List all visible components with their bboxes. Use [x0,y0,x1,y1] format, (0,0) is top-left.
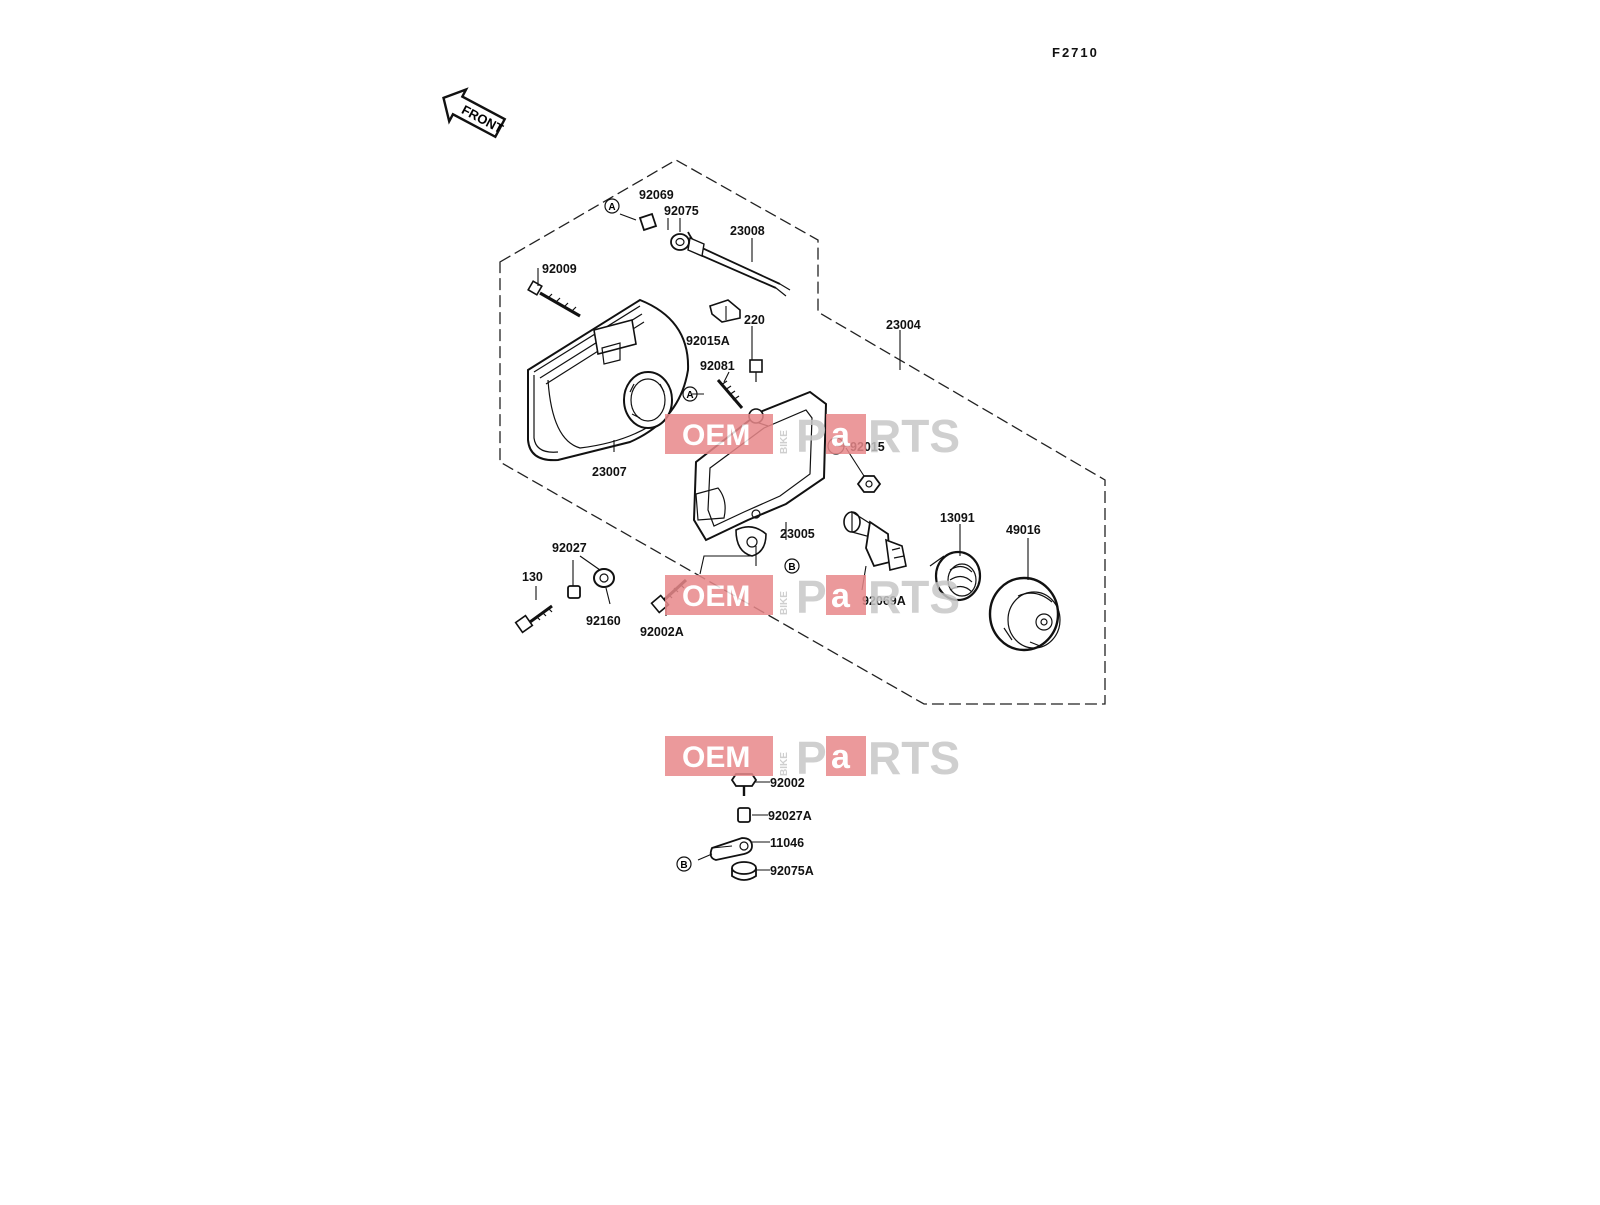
label-23008: 23008 [730,224,765,238]
grommet-92075A-part [731,861,757,881]
svg-text:P: P [796,571,827,623]
label-23005: 23005 [780,527,815,541]
label-11046: 11046 [770,836,804,850]
svg-text:BIKE: BIKE [779,591,790,615]
headlight-lens-part [527,298,690,462]
label-92069A: 92069A [862,594,906,608]
svg-text:a: a [831,577,851,615]
terminal-11046-part [709,837,753,861]
label-92160: 92160 [586,614,621,628]
bolt-92009-part [527,280,581,318]
label-220: 220 [744,313,765,327]
grommet-92160-part [593,568,615,588]
svg-text:OEM: OEM [682,580,750,613]
spring-92081-part [716,379,744,409]
nut-92015-part [856,475,882,493]
callout-a-lens: A [682,386,698,402]
svg-text:P: P [796,732,827,784]
collar-92027-part [567,585,581,599]
screw-220-part [749,359,763,382]
svg-text:a: a [831,416,851,454]
label-23007: 23007 [592,465,627,479]
watermark-middle: OEM BIKE P a RTS [665,571,960,623]
label-92015A: 92015A [686,334,730,348]
harness-part [683,231,791,297]
grommet-92075-part [670,233,690,251]
callout-b-rim: B [784,558,800,574]
label-130: 130 [522,570,543,584]
bracket-92015A-part [709,299,741,323]
figure-code: F2710 [1052,45,1099,60]
collar-92027A-part [737,807,751,823]
label-92075A: 92075A [770,864,814,878]
bulb-part [843,510,907,571]
svg-text:RTS: RTS [868,571,960,623]
label-23004: 23004 [886,318,921,332]
svg-text:RTS: RTS [868,732,960,784]
bolt-92002-part [730,773,758,796]
watermark-lower: OEM BIKE P a RTS [665,732,960,784]
label-92075: 92075 [664,204,699,218]
front-arrow-icon: FRONT [442,87,507,139]
label-92081: 92081 [700,359,735,373]
label-49016: 49016 [1006,523,1041,537]
bolt-130-part [514,604,553,634]
svg-text:A: A [608,202,615,213]
svg-text:OEM: OEM [682,741,750,774]
svg-text:A: A [686,390,693,401]
callout-b-lower: B [676,856,692,872]
svg-text:RTS: RTS [868,410,960,462]
svg-text:P: P [796,410,827,462]
svg-text:B: B [788,562,795,573]
label-92069: 92069 [639,188,674,202]
label-92027A: 92027A [768,809,812,823]
label-92002A: 92002A [640,625,684,639]
label-13091: 13091 [940,511,975,525]
svg-text:BIKE: BIKE [779,752,790,776]
svg-text:OEM: OEM [682,419,750,452]
clip-92069-part [638,212,658,232]
svg-text:BIKE: BIKE [779,430,790,454]
svg-text:a: a [831,738,851,776]
label-92027: 92027 [552,541,587,555]
socket-13091-part [929,550,982,602]
label-92002: 92002 [770,776,805,790]
assembly-outline [499,159,1106,705]
cover-49016-part [988,576,1061,652]
svg-text:B: B [680,860,687,871]
watermark-upper: OEM BIKE P a RTS [665,410,960,462]
callout-a-top: A [604,198,620,214]
label-92009: 92009 [542,262,577,276]
